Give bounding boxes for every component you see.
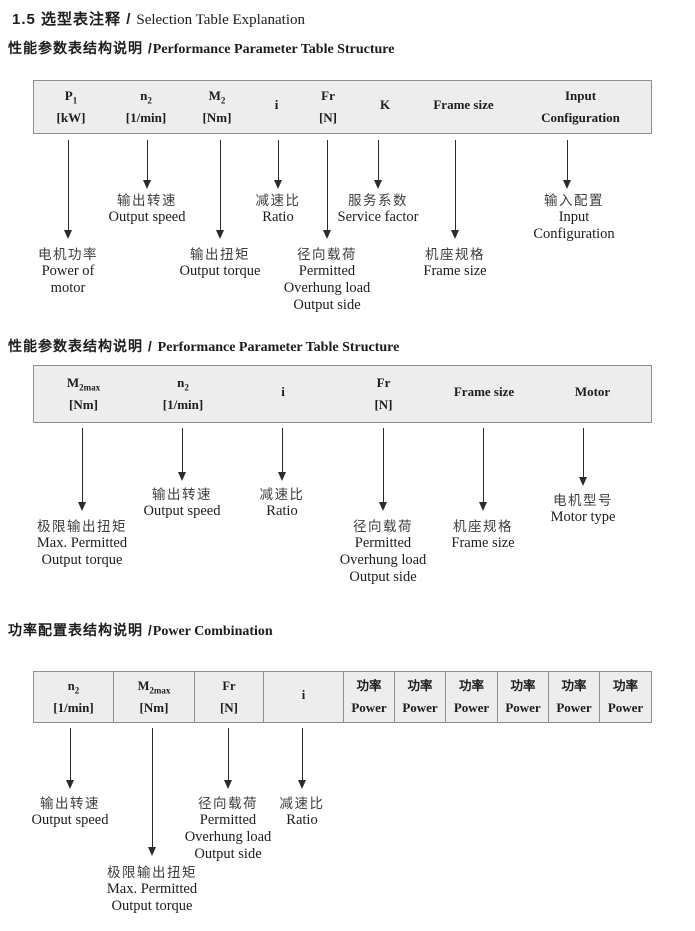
down-arrow-icon bbox=[479, 428, 487, 511]
down-arrow-icon bbox=[278, 428, 286, 481]
down-arrow-icon bbox=[143, 140, 151, 189]
down-arrow-icon bbox=[64, 140, 72, 239]
down-arrow-icon bbox=[224, 728, 232, 789]
column-header-cell: i bbox=[281, 383, 285, 399]
column-header-cell: Frame size bbox=[453, 383, 515, 399]
down-arrow-icon bbox=[323, 140, 331, 239]
column-header-cell: i bbox=[263, 672, 343, 722]
column-header-cell: Motor bbox=[574, 383, 611, 399]
column-header-cell: M2max[Nm] bbox=[66, 374, 101, 413]
column-header-cell: Frame size bbox=[433, 96, 494, 112]
column-header-cell: M2max[Nm] bbox=[113, 672, 194, 722]
section-2-heading-zh: 性能参数表结构说明 / bbox=[8, 338, 158, 354]
down-arrow-icon bbox=[298, 728, 306, 789]
down-arrow-icon bbox=[78, 428, 86, 511]
column-header-cell: Fr[N] bbox=[318, 87, 338, 126]
performance-parameter-table-2: M2max[Nm] n2[1/min] i Fr[N] Frame size M… bbox=[33, 365, 652, 423]
column-header-cell: Fr[N] bbox=[374, 374, 393, 413]
down-arrow-icon bbox=[374, 140, 382, 189]
section-2-heading-en: Performance Parameter Table Structure bbox=[157, 340, 400, 355]
page-title-zh: 1.5 选型表注释 / bbox=[12, 11, 132, 28]
section-3-heading-zh: 功率配置表结构说明 / bbox=[8, 622, 153, 638]
column-header-cell: n2[1/min] bbox=[125, 87, 167, 126]
down-arrow-icon bbox=[66, 728, 74, 789]
section-3-heading-en: Power Combination bbox=[152, 624, 273, 639]
down-arrow-icon bbox=[379, 428, 387, 511]
down-arrow-icon bbox=[178, 428, 186, 481]
section-1-heading-zh: 性能参数表结构说明 / bbox=[8, 40, 153, 56]
column-header-cell: P1[kW] bbox=[56, 87, 86, 126]
page-title: 1.5 选型表注释 /Selection Table Explanation bbox=[12, 8, 305, 29]
down-arrow-icon bbox=[148, 728, 156, 856]
down-arrow-icon bbox=[216, 140, 224, 239]
column-header-cell: K bbox=[379, 96, 391, 112]
column-header-cell: Fr[N] bbox=[194, 672, 263, 722]
performance-parameter-table-1: P1[kW] n2[1/min] M2[Nm] i Fr[N] K Frame … bbox=[33, 80, 652, 134]
column-header-cell: n2[1/min] bbox=[53, 678, 94, 716]
down-arrow-icon bbox=[579, 428, 587, 486]
column-header-cell: M2[Nm] bbox=[202, 87, 232, 126]
down-arrow-icon bbox=[274, 140, 282, 189]
section-3-heading: 功率配置表结构说明 /Power Combination bbox=[8, 620, 273, 640]
section-1-heading-en: Performance Parameter Table Structure bbox=[152, 42, 395, 57]
down-arrow-icon bbox=[451, 140, 459, 239]
section-2-heading: 性能参数表结构说明 / Performance Parameter Table … bbox=[8, 336, 399, 356]
column-header-cell: n2[1/min] bbox=[162, 374, 204, 413]
column-header-cell: i bbox=[274, 96, 279, 112]
down-arrow-icon bbox=[563, 140, 571, 189]
section-1-heading: 性能参数表结构说明 /Performance Parameter Table S… bbox=[8, 38, 394, 58]
page-title-en: Selection Table Explanation bbox=[136, 12, 305, 28]
